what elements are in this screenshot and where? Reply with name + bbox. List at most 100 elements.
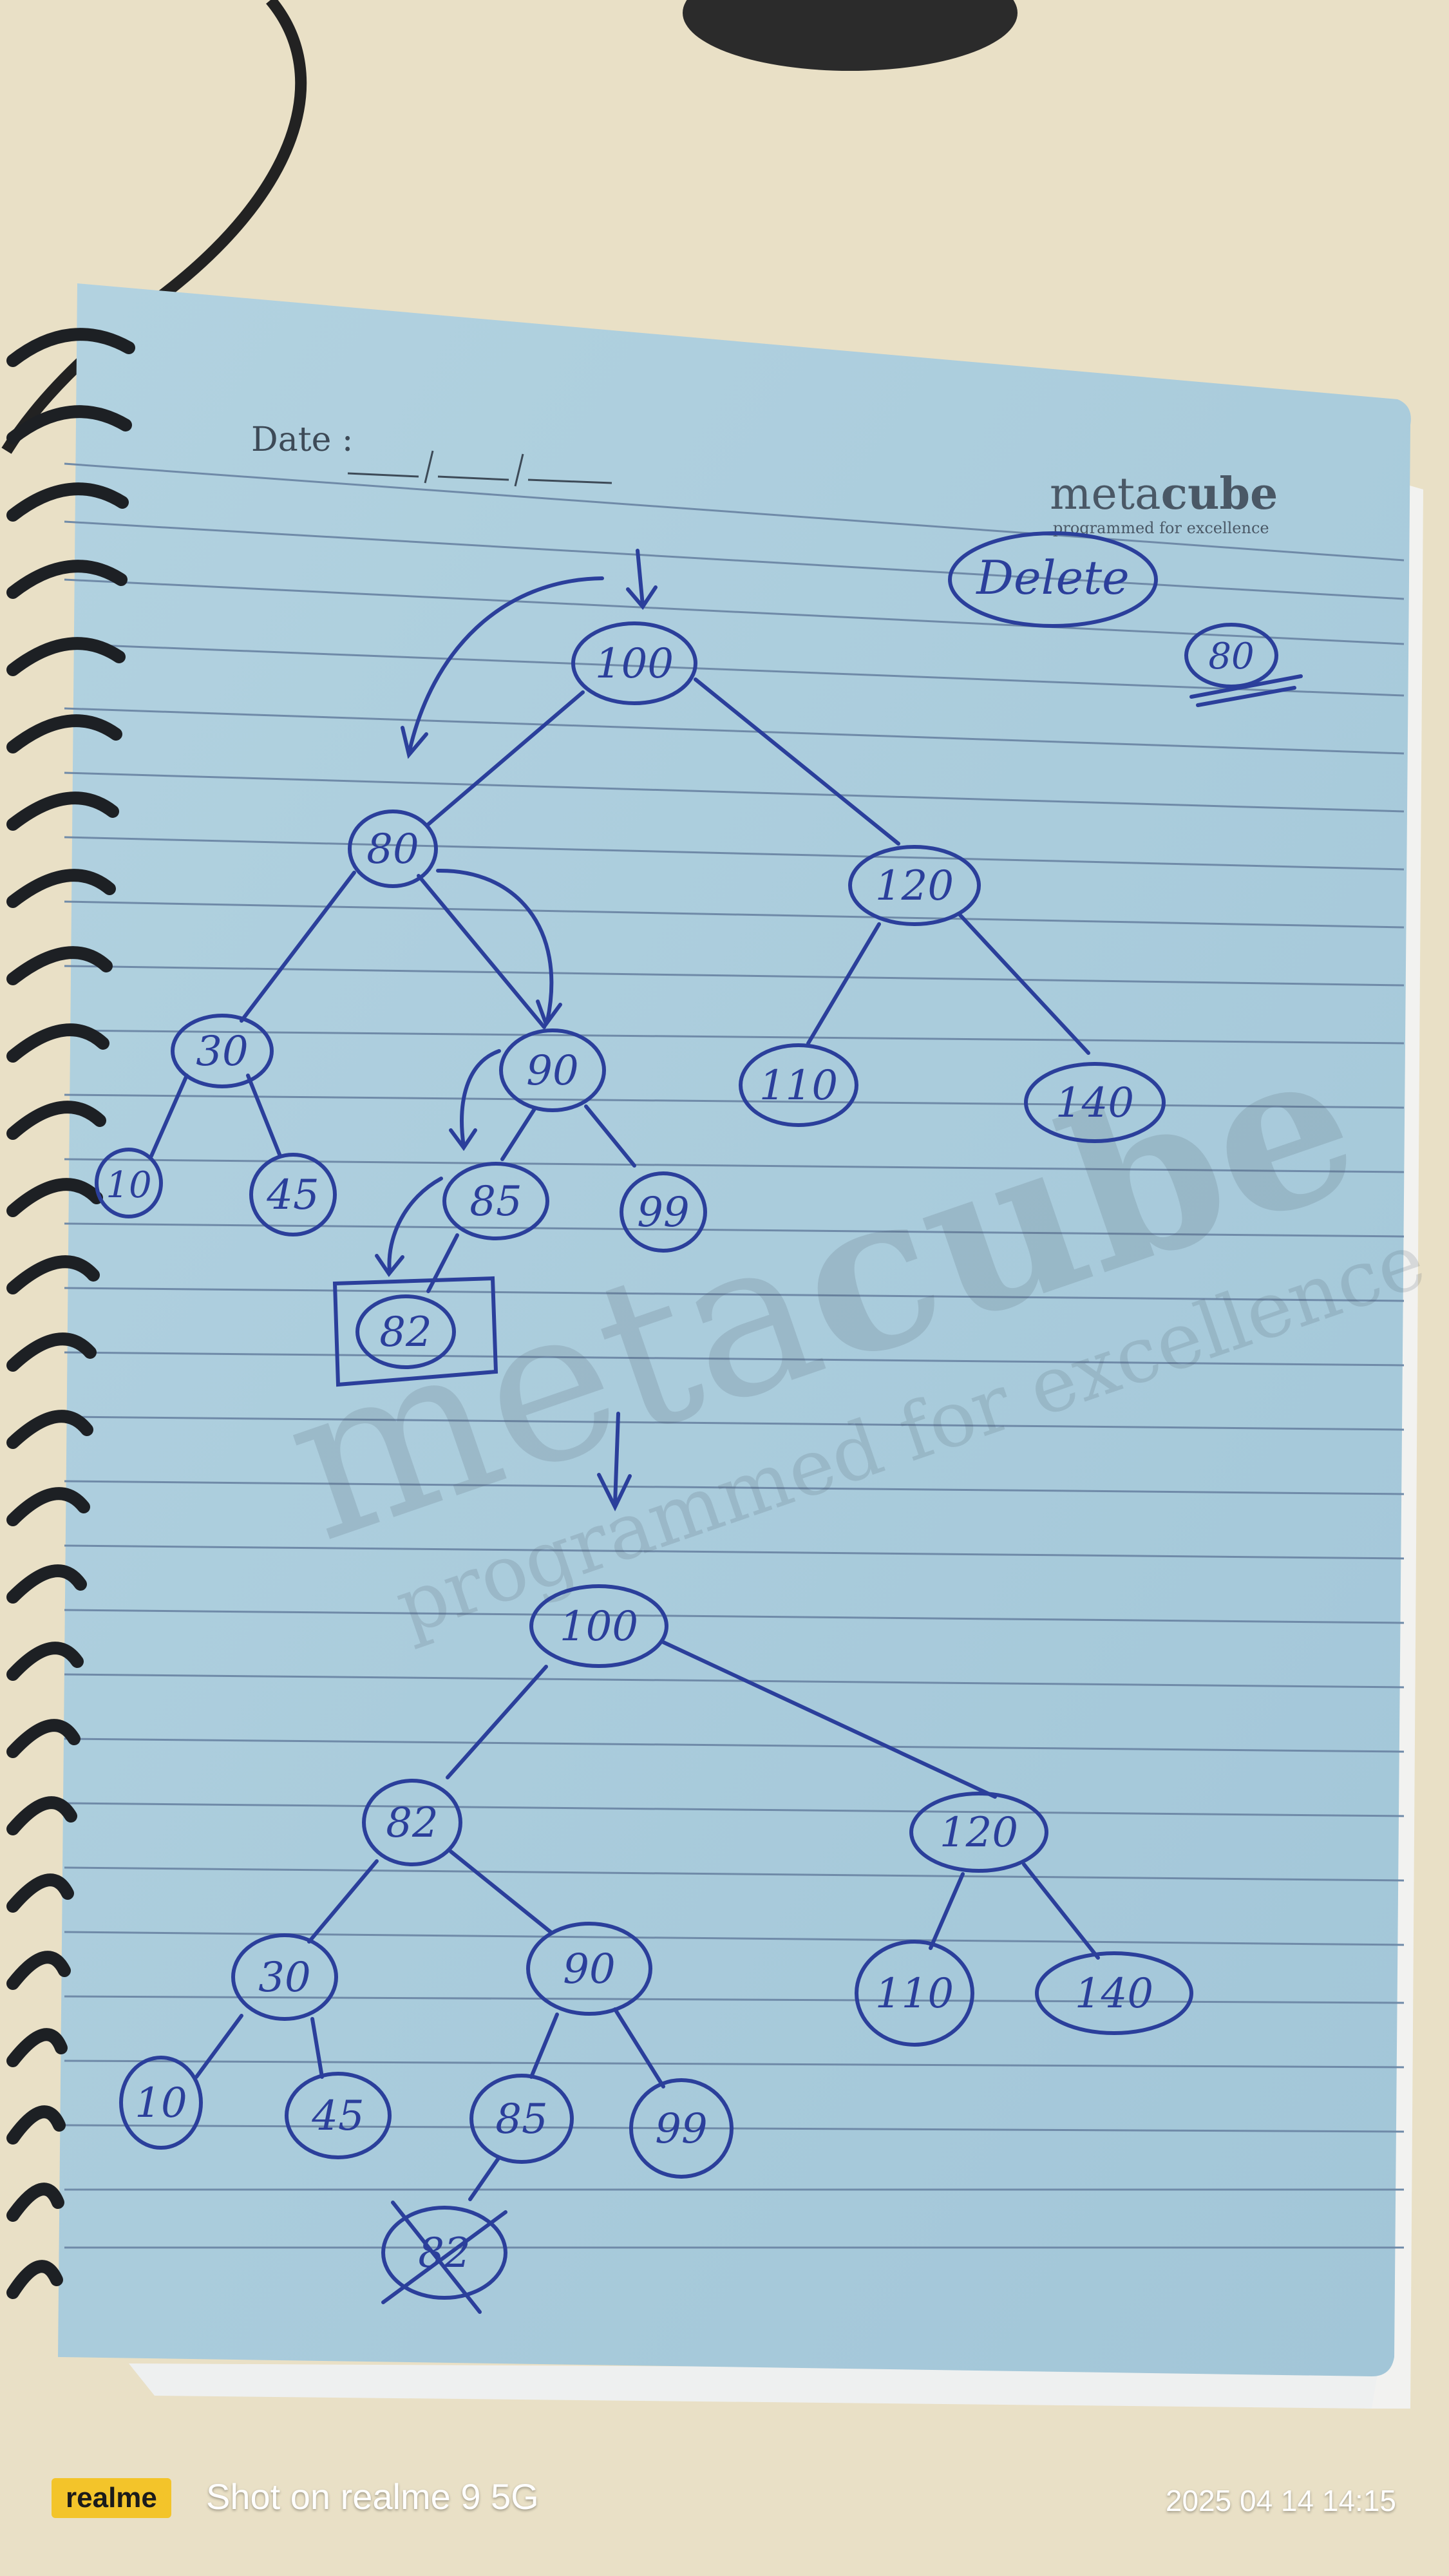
realme-badge: realme: [52, 2478, 171, 2518]
tree2-label-llr: 45: [311, 2092, 364, 2140]
tree2-node-r: [909, 1792, 1048, 1873]
tree1-successor-arrow: [436, 868, 554, 1023]
handwritten-notes: [95, 531, 1303, 2314]
tree2-node-rr: [1035, 1951, 1193, 2035]
delete-target-circle: [1184, 623, 1278, 688]
tree1-node-rr: [1024, 1062, 1166, 1143]
photo-watermark-footer: realme Shot on realme 9 5G 2025 04 14 14…: [0, 2460, 1449, 2550]
date-slash-1: [424, 450, 434, 484]
tree1-edge: [246, 1074, 282, 1158]
notebook-page: [58, 283, 1411, 2376]
tree1-label-lrll: 82: [379, 1309, 431, 1356]
paper-stack-bottom: [129, 2363, 1378, 2409]
tree1-edge: [240, 871, 356, 1023]
tree2-node-ll: [231, 1933, 338, 2021]
tree1-node-lrr: [620, 1171, 707, 1253]
tree2-edge: [613, 2007, 665, 2088]
tree1-node-lll: [95, 1148, 163, 1218]
tree1-label-rr: 140: [1056, 1079, 1134, 1127]
tree1-label-lr: 90: [526, 1047, 578, 1095]
tree2-edge: [529, 2012, 559, 2079]
tree2-deleted-cross: [391, 2201, 482, 2314]
tree2-edge: [468, 2155, 501, 2201]
tree1-node-llr: [249, 1153, 337, 1236]
tree1-traverse-arrow: [407, 576, 604, 755]
tree1-successor-arrowhead: [375, 1254, 404, 1278]
tree2-edge: [307, 1859, 379, 1944]
tree2-node-root: [529, 1584, 668, 1668]
tree1-label-lrl: 85: [469, 1178, 522, 1226]
tree2-label-lrr: 99: [655, 2105, 707, 2153]
tree1-successor-arrow: [387, 1177, 443, 1274]
spiral-binding: [6, 328, 135, 2299]
tree2-edge: [449, 1850, 553, 1934]
tree1-node-lrll: [355, 1294, 456, 1369]
tree1-label-root: 100: [595, 640, 674, 688]
tree2-label-l: 82: [386, 1799, 438, 1847]
brand-logo-light: meta: [1050, 469, 1161, 520]
tree1-edge: [500, 1107, 536, 1161]
tree1-node-lr: [499, 1028, 606, 1112]
tree1-label-l: 80: [366, 826, 419, 873]
tree2-label-rl: 110: [875, 1970, 954, 2018]
tree1-successor-arrowhead: [536, 999, 562, 1028]
photo-timestamp: 2025 04 14 14:15: [1165, 2484, 1396, 2517]
camera-label: Shot on realme 9 5G: [206, 2476, 539, 2517]
delete-target-underline: [1196, 686, 1296, 707]
tree1-edge: [149, 1074, 189, 1158]
tree1-label-r: 120: [875, 862, 954, 910]
tree2-node-lrr: [629, 2078, 734, 2179]
tree2-label-lrll-deleted: 82: [418, 2230, 470, 2277]
mouse-object: [683, 0, 1018, 71]
tree1-label-rl: 110: [759, 1062, 838, 1110]
transition-arrow: [613, 1412, 620, 1506]
ruled-lines: [64, 462, 1405, 2249]
tree1-node-lrll-box: [332, 1276, 498, 1387]
tree1-node-root: [571, 621, 697, 705]
tree2-edge: [661, 1640, 997, 1799]
tree2-node-lr: [526, 1922, 652, 2016]
tree2-edge: [1022, 1862, 1100, 1960]
tree1-label-lrr: 99: [637, 1189, 689, 1236]
tree1-edge: [584, 1104, 636, 1168]
tree2-edge: [194, 2014, 243, 2079]
delete-title-circle: [948, 531, 1158, 628]
tree2-edge: [310, 2017, 324, 2079]
tree1-edge: [417, 874, 546, 1029]
tree1-edge: [426, 690, 585, 826]
delete-target: 80: [1208, 636, 1254, 677]
tree2-label-r: 120: [940, 1809, 1018, 1857]
tree2-label-lr: 90: [563, 1946, 615, 1993]
tree2-label-lrl: 85: [495, 2096, 547, 2143]
tree1-edge: [958, 913, 1090, 1055]
delete-target-underline: [1189, 674, 1303, 699]
tree2-node-lrl: [469, 2074, 574, 2164]
tree1-node-r: [848, 845, 981, 926]
tree2-label-root: 100: [560, 1603, 638, 1651]
tree2-node-lrll-deleted: [381, 2206, 507, 2300]
tree2-edge: [446, 1665, 548, 1779]
tree1-traverse-arrowhead: [401, 726, 428, 759]
tree1-entry-arrow: [636, 549, 645, 607]
tree2-label-rr: 140: [1075, 1970, 1153, 2018]
date-blanks: [347, 472, 612, 484]
tree2-label-lll: 10: [135, 2079, 187, 2127]
brand-logo-bold: cube: [1161, 468, 1278, 520]
tree1-successor-arrow: [460, 1049, 501, 1148]
tree2-label-ll: 30: [258, 1954, 310, 2002]
date-label: Date :: [251, 421, 353, 459]
tree2-deleted-cross: [381, 2210, 507, 2304]
tree1-node-lrl: [442, 1162, 549, 1240]
tree1-label-lll: 10: [106, 1164, 151, 1206]
tree2-node-rl: [855, 1940, 974, 2047]
tree1-successor-arrowhead: [449, 1128, 477, 1151]
date-slash-2: [514, 453, 524, 487]
delete-title: Delete: [975, 551, 1130, 605]
tree1-node-ll: [171, 1014, 274, 1088]
tree1-label-llr: 45: [266, 1171, 319, 1219]
tree2-node-llr: [285, 2072, 392, 2159]
tree1-node-l: [348, 810, 438, 888]
handwritten-labels: Delete 80 100 80 120 30 90 110 140 10 45…: [106, 551, 1254, 2277]
tree2-node-l: [362, 1779, 462, 1866]
cable: [1, 0, 307, 454]
